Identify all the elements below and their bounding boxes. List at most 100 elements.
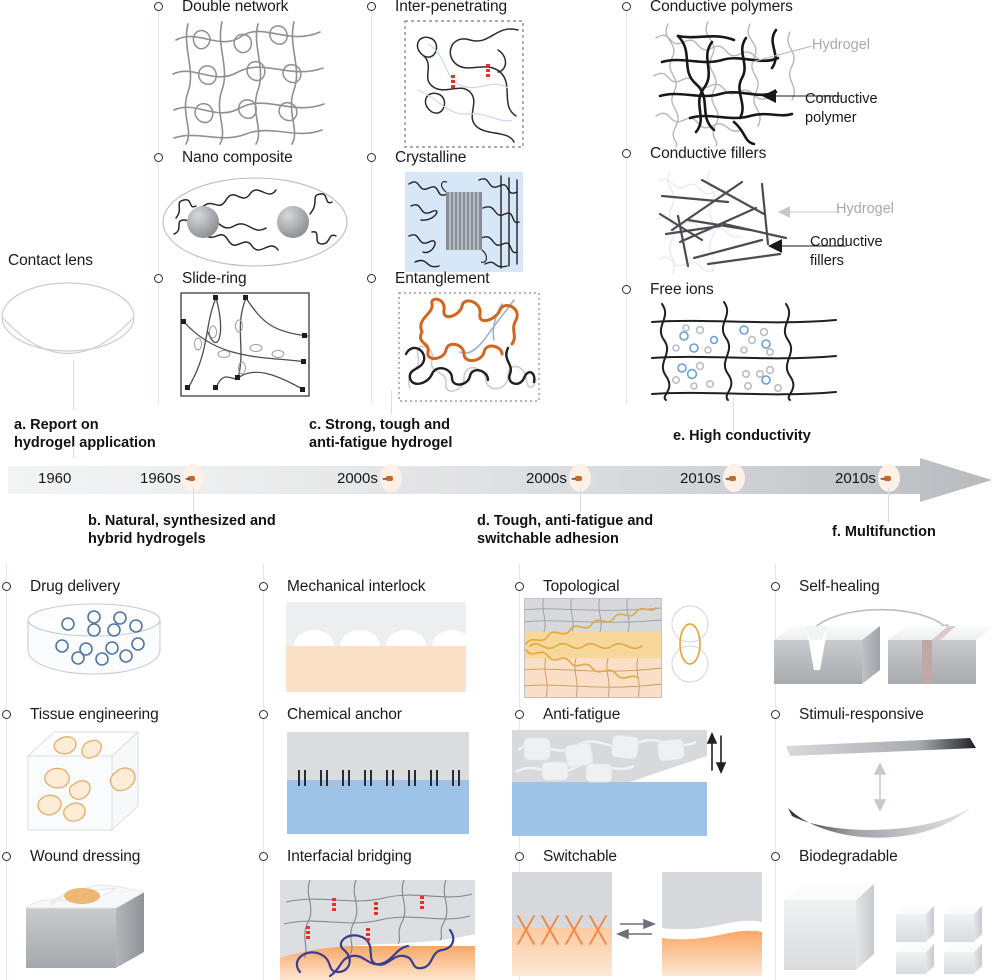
annotation-conductive-polymer-text: Conductive polymer (805, 91, 878, 126)
label-tissue-engineering: Tissue engineering (30, 706, 159, 723)
bullet-crystalline (367, 153, 376, 162)
bullet-conductive-fillers (622, 149, 631, 158)
stage-connector-e (733, 398, 734, 436)
timeline-marker-dot (729, 476, 736, 481)
topological-illustration (523, 597, 719, 699)
conductive-polymers-illustration (650, 18, 840, 147)
bottom-guide-2 (263, 564, 264, 980)
bullet-biodegradable (771, 852, 780, 861)
stage-label-c: c. Strong, tough and anti-fatigue hydrog… (309, 417, 453, 451)
switchable-illustration (512, 872, 762, 976)
label-free-ions: Free ions (650, 281, 714, 298)
tissue-engineering-illustration (24, 728, 142, 833)
label-chemical-anchor: Chemical anchor (287, 706, 402, 723)
interfacial-bridging-illustration (280, 872, 475, 980)
label-switchable: Switchable (543, 848, 617, 865)
bullet-wound-dressing (2, 852, 11, 861)
label-inter-penetrating: Inter-penetrating (395, 0, 508, 15)
column-guide-3 (626, 6, 627, 404)
contact-lens-illustration (0, 272, 145, 382)
label-conductive-fillers: Conductive fillers (650, 145, 767, 162)
label-interfacial-bridging: Interfacial bridging (287, 848, 412, 865)
bullet-inter-penetrating (367, 2, 376, 11)
label-self-healing: Self-healing (799, 578, 880, 595)
annotation-conductive-fillers-text: Conductive fillers (810, 234, 883, 269)
label-biodegradable: Biodegradable (799, 848, 898, 865)
bullet-switchable (515, 852, 524, 861)
stage-label-b: b. Natural, synthesized and hybrid hydro… (88, 513, 276, 547)
timeline-marker-dot (884, 476, 891, 481)
column-guide-1 (158, 6, 159, 404)
timeline-marker-2 (380, 464, 402, 492)
label-entanglement: Entanglement (395, 270, 490, 287)
bullet-self-healing (771, 582, 780, 591)
timeline-stop-5-connector (888, 488, 889, 512)
label-topological: Topological (543, 578, 620, 595)
timeline-stop-1: 1960s - (140, 470, 191, 487)
label-double-network: Double network (182, 0, 289, 15)
biodegradable-illustration (780, 876, 990, 976)
column-guide-2 (371, 6, 372, 404)
stage-connector-a-down (73, 446, 74, 458)
bullet-tissue-engineering (2, 710, 11, 719)
bottom-guide-4 (775, 564, 776, 980)
bullet-stimuli-responsive (771, 710, 780, 719)
label-crystalline: Crystalline (395, 149, 467, 166)
timeline-stop-2: 2000s - (337, 470, 388, 487)
timeline-marker-1 (182, 464, 204, 492)
bullet-topological (515, 582, 524, 591)
bullet-drug-delivery (2, 582, 11, 591)
label-wound-dressing: Wound dressing (30, 848, 141, 865)
wound-dressing-illustration (20, 872, 150, 974)
bullet-free-ions (622, 285, 631, 294)
free-ions-illustration (648, 300, 840, 401)
bullet-mechanical-interlock (259, 582, 268, 591)
bullet-chemical-anchor (259, 710, 268, 719)
inter-penetrating-illustration (404, 20, 524, 148)
mechanical-interlock-illustration (286, 602, 472, 692)
label-drug-delivery: Drug delivery (30, 578, 121, 595)
contact-lens-label: Contact lens (8, 252, 93, 269)
bullet-conductive-polymers (622, 2, 631, 11)
bottom-guide-1 (6, 564, 7, 980)
timeline-first-year: 1960 (38, 470, 72, 487)
bullet-nano-composite (154, 153, 163, 162)
timeline-marker-3 (569, 464, 591, 492)
bullet-double-network (154, 2, 163, 11)
annotation-hydrogel-1: Hydrogel (812, 37, 871, 53)
timeline-arrow (8, 458, 992, 502)
drug-delivery-illustration (24, 602, 164, 684)
double-network-illustration (168, 18, 328, 146)
label-conductive-polymers: Conductive polymers (650, 0, 793, 15)
slide-ring-illustration (180, 292, 310, 397)
conductive-fillers-illustration (650, 168, 850, 278)
timeline-stop-1-connector (193, 488, 194, 512)
label-nano-composite: Nano composite (182, 149, 293, 166)
timeline-marker-dot (575, 476, 582, 481)
bullet-anti-fatigue (515, 710, 524, 719)
self-healing-illustration (766, 596, 994, 696)
stage-label-d: d. Tough, anti-fatigue and switchable ad… (477, 513, 654, 547)
stage-label-a: a. Report on hydrogel application (14, 417, 156, 451)
label-anti-fatigue: Anti-fatigue (543, 706, 621, 723)
stage-connector-c (391, 390, 392, 414)
label-mechanical-interlock: Mechanical interlock (287, 578, 426, 595)
crystalline-illustration (405, 172, 523, 272)
bullet-interfacial-bridging (259, 852, 268, 861)
anti-fatigue-illustration (512, 730, 727, 836)
chemical-anchor-illustration (287, 732, 469, 834)
timeline-stop-5: 2010s - (835, 470, 886, 487)
bullet-entanglement (367, 274, 376, 283)
timeline-stop-3: 2000s - (526, 470, 577, 487)
stimuli-responsive-illustration (780, 730, 980, 838)
timeline-marker-dot (188, 476, 195, 481)
label-stimuli-responsive: Stimuli-responsive (799, 706, 924, 723)
timeline-marker-5 (878, 464, 900, 492)
stage-label-f: f. Multifunction (832, 524, 936, 540)
stage-label-e: e. High conductivity (673, 428, 811, 444)
bullet-slide-ring (154, 274, 163, 283)
annotation-conductive-polymer: Conductive polymer (805, 90, 878, 128)
nano-composite-illustration (160, 170, 350, 274)
label-slide-ring: Slide-ring (182, 270, 247, 287)
